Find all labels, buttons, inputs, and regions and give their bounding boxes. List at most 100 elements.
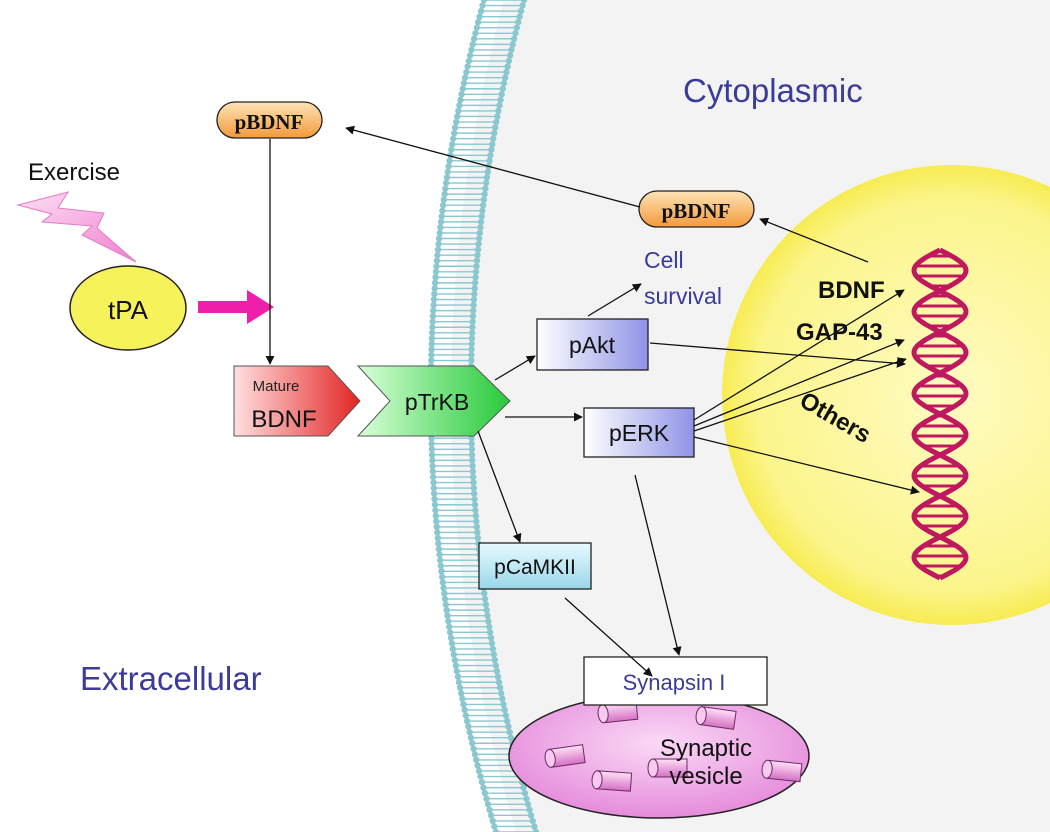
lipid-head <box>428 357 435 364</box>
lipid-head <box>428 329 436 336</box>
lipid-head <box>526 806 533 814</box>
lipid-head <box>492 828 500 832</box>
lipid-head <box>506 728 513 736</box>
lipid-head <box>429 473 437 481</box>
lipid-head <box>489 141 496 148</box>
lipid-head <box>474 529 481 536</box>
lipid-head <box>514 18 522 26</box>
lipid-head <box>489 817 496 825</box>
cell-survival-line1: Cell <box>644 247 684 273</box>
lipid-head <box>461 706 468 714</box>
lipid-head <box>472 274 479 281</box>
synapsin-node <box>583 656 768 706</box>
pbdnf-extracellular-label: pBDNF <box>235 110 304 134</box>
lipid-head <box>469 468 477 475</box>
lipid-head <box>471 285 478 292</box>
lipid-head <box>456 684 464 691</box>
lipid-head <box>497 96 504 104</box>
dna-helix-icon <box>911 247 969 581</box>
lipid-head <box>470 301 477 309</box>
lipid-head <box>471 279 479 287</box>
lipid-head <box>442 601 450 608</box>
lipid-head <box>501 74 509 81</box>
tpa-arrow <box>198 290 274 324</box>
lipid-head <box>491 129 498 137</box>
cylinder-cap <box>544 748 556 768</box>
lipid-head <box>488 640 496 647</box>
lipid-head <box>487 634 495 642</box>
perk-label: pERK <box>609 420 670 446</box>
lipid-head <box>468 451 476 459</box>
arrow-perk-to-others <box>693 436 920 495</box>
lipid-head <box>439 207 446 214</box>
extracellular-label: Extracellular <box>80 660 262 697</box>
arrow-pbdnf-to-pbdnf <box>345 125 641 208</box>
lipid-head <box>498 91 505 98</box>
cylinder-icon <box>544 744 586 768</box>
lipid-head <box>501 706 508 714</box>
lipid-head <box>430 301 437 309</box>
lipid-head <box>429 457 436 464</box>
lipid-head <box>429 468 437 475</box>
lipid-head <box>486 157 493 165</box>
lipid-head <box>472 507 479 514</box>
lipid-head <box>459 85 466 92</box>
lipid-head <box>437 224 444 231</box>
tpa-node <box>69 265 187 351</box>
lipid-head <box>491 823 498 830</box>
lipid-head <box>474 762 481 769</box>
lipid-head <box>483 606 490 614</box>
lipid-head <box>428 451 436 459</box>
lipid-head <box>452 124 459 131</box>
lipid-head <box>437 218 445 226</box>
lipid-head <box>460 701 467 708</box>
lipid-head <box>441 595 449 603</box>
lipid-head <box>529 817 536 825</box>
lipid-head <box>509 41 516 48</box>
lipid-head <box>463 717 471 725</box>
lipid-head <box>489 645 497 653</box>
lipid-head <box>452 662 460 669</box>
lipid-head <box>432 512 440 520</box>
pbdnf-extracellular-node <box>216 101 323 139</box>
lipid-head <box>472 268 480 275</box>
ptrkb-node <box>356 365 511 437</box>
lipid-head <box>469 324 476 331</box>
lipid-head <box>468 446 476 453</box>
lipid-head <box>496 684 504 691</box>
lipid-head <box>477 224 484 231</box>
lipid-head <box>434 534 442 542</box>
lipid-head <box>446 629 454 636</box>
lipid-head <box>440 584 447 592</box>
cylinder-icon <box>591 770 633 792</box>
lipid-head <box>442 185 449 192</box>
lipid-head <box>479 202 487 209</box>
lipid-head <box>506 52 514 59</box>
lipid-head <box>471 501 479 508</box>
lipid-head <box>470 296 478 303</box>
tpa-label: tPA <box>108 295 149 325</box>
lipid-head <box>436 557 444 564</box>
lipid-head <box>435 540 442 547</box>
lipid-head <box>437 562 445 569</box>
lipid-head <box>474 18 482 26</box>
arrow-pakt-to-survival <box>587 283 642 317</box>
lipid-head <box>458 91 465 98</box>
lipid-head <box>428 446 436 453</box>
lipid-head <box>465 723 472 730</box>
lipid-head <box>448 146 455 153</box>
cell-survival-line2: survival <box>644 283 722 309</box>
lipid-head <box>473 24 480 31</box>
arrow-perk-to-bdnf <box>693 289 905 421</box>
lipid-head <box>510 35 518 43</box>
lipid-head <box>440 196 448 203</box>
lipid-head <box>430 490 438 497</box>
lipid-head <box>434 529 441 536</box>
gene-bdnf-label: BDNF <box>818 277 885 304</box>
lipid-head <box>469 457 476 464</box>
lipid-head <box>431 501 439 508</box>
lipid-head <box>479 2 486 9</box>
lipid-head <box>468 357 475 364</box>
arrows <box>265 125 920 677</box>
